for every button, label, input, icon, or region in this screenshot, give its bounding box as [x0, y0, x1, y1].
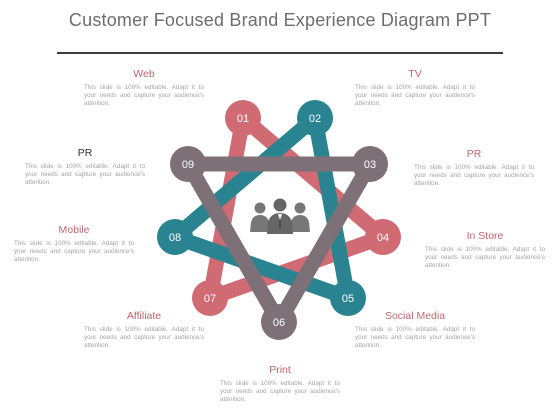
label-print: Print This slide is 100% editable. Adapt… — [220, 364, 340, 404]
people-group-icon — [250, 198, 310, 234]
label-affiliate-heading: Affiliate — [126, 310, 162, 322]
node-03: 03 — [352, 146, 388, 182]
label-pr-left: PR This slide is 100% editable. Adapt it… — [25, 147, 145, 187]
node-05-label: 05 — [342, 293, 354, 305]
label-web-heading: Web — [133, 68, 155, 80]
node-06-label: 06 — [273, 317, 285, 329]
edge-07-01 — [202, 110, 251, 306]
edge-01-04 — [235, 110, 391, 245]
label-mobile-heading: Mobile — [58, 224, 90, 236]
title-divider — [57, 52, 503, 54]
label-print-heading: Print — [269, 364, 291, 376]
label-web: Web This slide is 100% editable. Adapt i… — [84, 68, 204, 108]
node-02: 02 — [297, 100, 333, 136]
page-title: Customer Focused Brand Experience Diagra… — [68, 10, 492, 30]
node-08-label: 08 — [169, 232, 181, 244]
label-pr-right-heading: PR — [466, 148, 482, 160]
label-social-media: Social Media This slide is 100% editable… — [355, 310, 475, 350]
label-pr-right-body: This slide is 100% editable. Adapt it to… — [414, 164, 534, 187]
node-01-label: 01 — [237, 113, 249, 125]
edge-04-07 — [202, 229, 391, 306]
node-08: 08 — [157, 219, 193, 255]
node-09: 09 — [170, 146, 206, 182]
node-03-label: 03 — [364, 159, 376, 171]
teal-triangle — [167, 110, 356, 306]
pink-triangle — [202, 110, 391, 306]
label-in-store: In Store This slide is 100% editable. Ad… — [425, 230, 545, 270]
node-04: 04 — [365, 219, 401, 255]
label-in-store-body: This slide is 100% editable. Adapt it to… — [425, 246, 545, 269]
label-print-body: This slide is 100% editable. Adapt it to… — [220, 380, 340, 403]
label-tv-body: This slide is 100% editable. Adapt it to… — [355, 84, 475, 107]
label-tv-heading: TV — [408, 68, 422, 80]
node-01: 01 — [225, 100, 261, 136]
edge-08-02 — [167, 110, 323, 245]
label-social-media-body: This slide is 100% editable. Adapt it to… — [355, 326, 475, 349]
label-affiliate-body: This slide is 100% editable. Adapt it to… — [84, 326, 204, 349]
label-tv: TV This slide is 100% editable. Adapt it… — [355, 68, 475, 108]
node-07-label: 07 — [204, 293, 216, 305]
node-04-label: 04 — [377, 232, 389, 244]
gray-triangle — [180, 156, 378, 330]
edge-03-06 — [271, 156, 378, 330]
edge-05-08 — [167, 229, 356, 306]
label-social-media-heading: Social Media — [384, 310, 446, 322]
node-06: 06 — [261, 304, 297, 340]
edge-06-09 — [180, 156, 287, 330]
node-09-label: 09 — [182, 159, 194, 171]
node-02-label: 02 — [309, 113, 321, 125]
label-pr-left-body: This slide is 100% editable. Adapt it to… — [25, 163, 145, 186]
label-affiliate: Affiliate This slide is 100% editable. A… — [84, 310, 204, 350]
label-mobile: Mobile This slide is 100% editable. Adap… — [14, 224, 134, 264]
label-pr-left-heading: PR — [77, 147, 93, 159]
node-05: 05 — [330, 280, 366, 316]
node-07: 07 — [192, 280, 228, 316]
label-in-store-heading: In Store — [466, 230, 504, 242]
label-pr-right: PR This slide is 100% editable. Adapt it… — [414, 148, 534, 188]
edge-02-05 — [307, 110, 356, 306]
label-mobile-body: This slide is 100% editable. Adapt it to… — [14, 240, 134, 263]
label-web-body: This slide is 100% editable. Adapt it to… — [84, 84, 204, 107]
